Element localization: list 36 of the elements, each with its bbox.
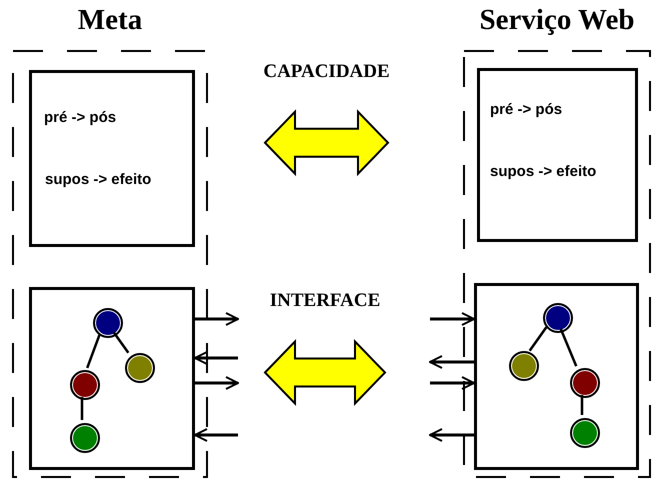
tree-node-circle bbox=[70, 370, 100, 400]
arrow bbox=[430, 376, 475, 390]
tree-box bbox=[29, 287, 195, 470]
arrow bbox=[429, 355, 474, 369]
group-title: Serviço Web bbox=[478, 4, 636, 37]
arrow bbox=[430, 312, 475, 326]
tree-link bbox=[86, 334, 101, 368]
tree-link bbox=[580, 395, 584, 415]
double-block-arrow bbox=[264, 339, 386, 406]
tree-link bbox=[560, 328, 578, 367]
arrow bbox=[429, 428, 474, 442]
tree-node-circle bbox=[509, 351, 539, 381]
double-block-arrow bbox=[264, 109, 390, 176]
condition-text: supos -> efeito bbox=[490, 163, 596, 180]
tree-link bbox=[528, 326, 548, 352]
tree-box bbox=[474, 283, 639, 470]
tree-link bbox=[80, 397, 84, 420]
tree-link bbox=[112, 332, 130, 354]
arrow bbox=[194, 428, 238, 442]
condition-text: pré -> pós bbox=[44, 109, 116, 126]
tree-node-circle bbox=[70, 423, 100, 453]
text-box bbox=[477, 68, 638, 242]
text-box bbox=[29, 70, 195, 247]
condition-text: supos -> efeito bbox=[45, 171, 152, 188]
edge-label: INTERFACE bbox=[270, 290, 380, 312]
arrow bbox=[195, 312, 239, 326]
group-title: Meta bbox=[76, 4, 144, 37]
tree-node-circle bbox=[543, 303, 573, 333]
condition-text: pré -> pós bbox=[490, 101, 562, 118]
tree-node-circle bbox=[125, 353, 155, 383]
tree-node-circle bbox=[570, 368, 600, 398]
arrow bbox=[194, 351, 238, 365]
tree-node-circle bbox=[570, 418, 600, 448]
edge-label: CAPACIDADE bbox=[263, 60, 390, 83]
tree-node-circle bbox=[93, 308, 123, 338]
arrow bbox=[195, 376, 239, 390]
